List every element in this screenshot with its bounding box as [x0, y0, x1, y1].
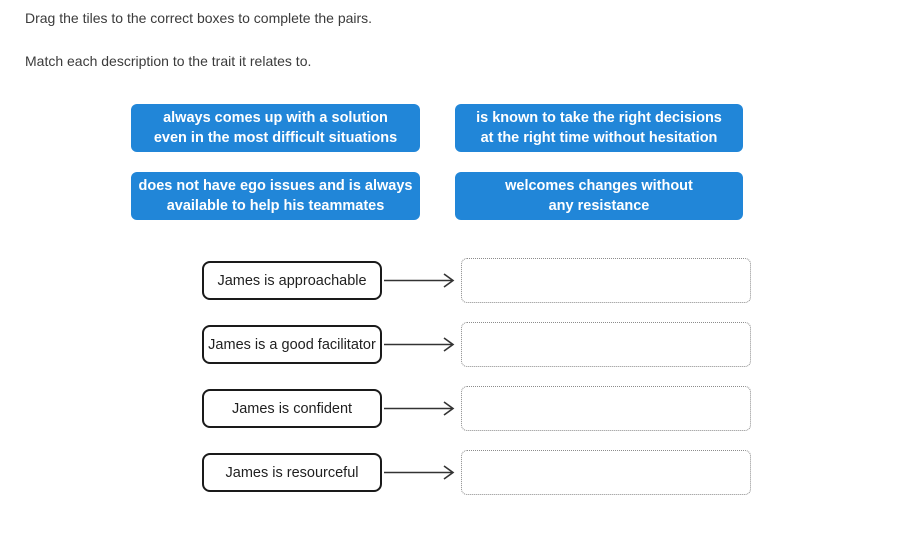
instruction-primary: Drag the tiles to the correct boxes to c…: [25, 10, 373, 26]
arrow-right-icon: [384, 401, 455, 416]
trait-label-confident: James is confident: [202, 389, 382, 428]
pair-row-approachable: James is approachable: [202, 258, 751, 303]
trait-label-text: James is confident: [231, 400, 353, 417]
drop-box-approachable[interactable]: [461, 258, 751, 303]
pair-row-facilitator: James is a good facilitator: [202, 322, 751, 367]
pair-row-confident: James is confident: [202, 386, 751, 431]
trait-label-text: James is approachable: [217, 272, 367, 289]
tile-text-line: at the right time without hesitation: [480, 130, 718, 146]
tile-no-ego-helps-teammates[interactable]: does not have ego issues and is always a…: [131, 172, 420, 220]
drop-box-facilitator[interactable]: [461, 322, 751, 367]
tile-text-line: does not have ego issues and is always: [138, 178, 413, 194]
arrow-right-icon: [384, 273, 455, 288]
tile-text-line: any resistance: [548, 198, 650, 214]
tile-text-line: welcomes changes without: [505, 178, 693, 194]
trait-label-resourceful: James is resourceful: [202, 453, 382, 492]
pair-row-resourceful: James is resourceful: [202, 450, 751, 495]
instruction-secondary: Match each description to the trait it r…: [25, 53, 312, 69]
arrow-right-icon: [384, 337, 455, 352]
tile-welcomes-changes[interactable]: welcomes changes without any resistance: [455, 172, 743, 220]
arrow-right-icon: [384, 465, 455, 480]
tile-solution-difficult-situations[interactable]: always comes up with a solution even in …: [131, 104, 420, 152]
tile-text-line: is known to take the right decisions: [476, 110, 722, 126]
tile-right-decisions[interactable]: is known to take the right decisions at …: [455, 104, 743, 152]
trait-label-facilitator: James is a good facilitator: [202, 325, 382, 364]
drop-box-resourceful[interactable]: [461, 450, 751, 495]
trait-label-text: James is a good facilitator: [208, 336, 376, 353]
trait-label-text: James is resourceful: [225, 464, 359, 481]
tile-text-line: even in the most difficult situations: [153, 130, 398, 146]
tile-text-line: always comes up with a solution: [163, 110, 388, 126]
tile-text-line: available to help his teammates: [166, 198, 385, 214]
trait-label-approachable: James is approachable: [202, 261, 382, 300]
drop-box-confident[interactable]: [461, 386, 751, 431]
